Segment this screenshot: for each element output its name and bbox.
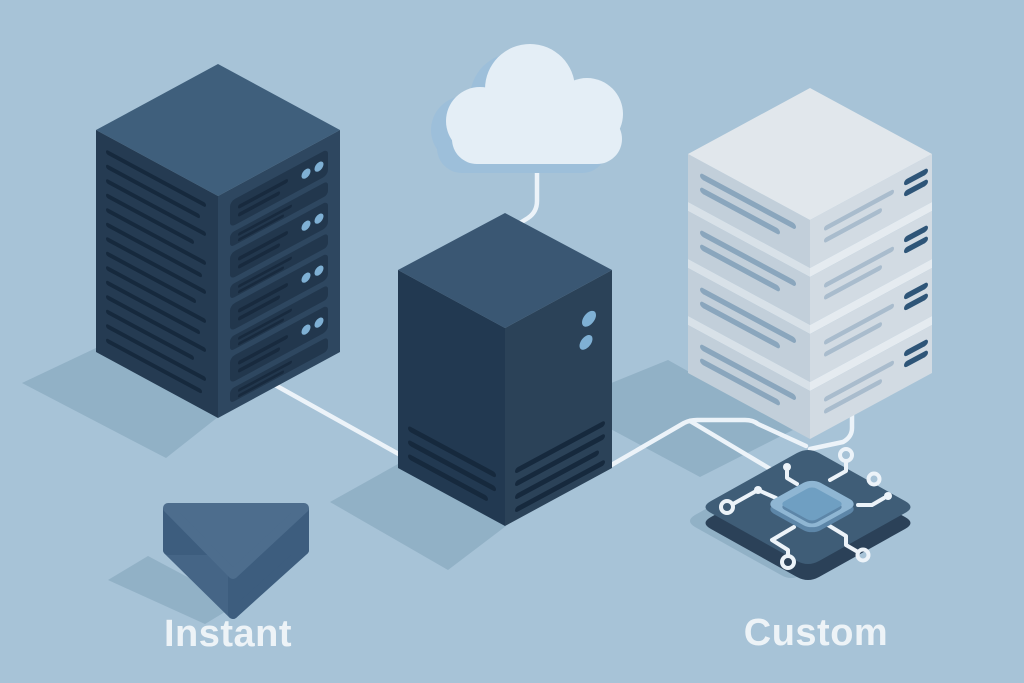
wedge-top-face: [163, 503, 309, 579]
circuit-board-chip-icon: [705, 447, 911, 580]
server-stack-top-face: [688, 88, 932, 220]
rack-server-shadow: [22, 348, 218, 458]
custom-label: Custom: [744, 612, 888, 654]
rack-server-units: [230, 150, 328, 402]
cloud-to-tower-line: [517, 143, 540, 226]
cloud-icon: [431, 44, 623, 173]
rack-server-vents: [106, 150, 206, 394]
rack-server-icon: [96, 64, 340, 418]
rack-to-tower-line: [272, 382, 407, 460]
tower-to-board-line: [605, 417, 809, 470]
tower-left-face: [398, 270, 505, 526]
wedge-shadow: [108, 556, 238, 624]
tower-server-shadow: [330, 464, 506, 570]
tower-right-vents: [515, 310, 605, 513]
connector-lines: [272, 143, 855, 473]
tower-top-face: [398, 213, 612, 328]
junction-branch-line: [687, 418, 775, 473]
tower-server-icon: [398, 213, 612, 526]
rack-server-left-face: [96, 130, 218, 418]
circuit-traces: [719, 447, 892, 570]
chip: [770, 480, 854, 533]
instant-label: Instant: [164, 613, 292, 655]
wedge-icon: [163, 503, 309, 619]
stack-to-board-line: [807, 395, 855, 452]
cloud-body: [446, 44, 623, 164]
server-stack-icon: [688, 88, 932, 439]
tower-left-vents: [408, 426, 496, 501]
